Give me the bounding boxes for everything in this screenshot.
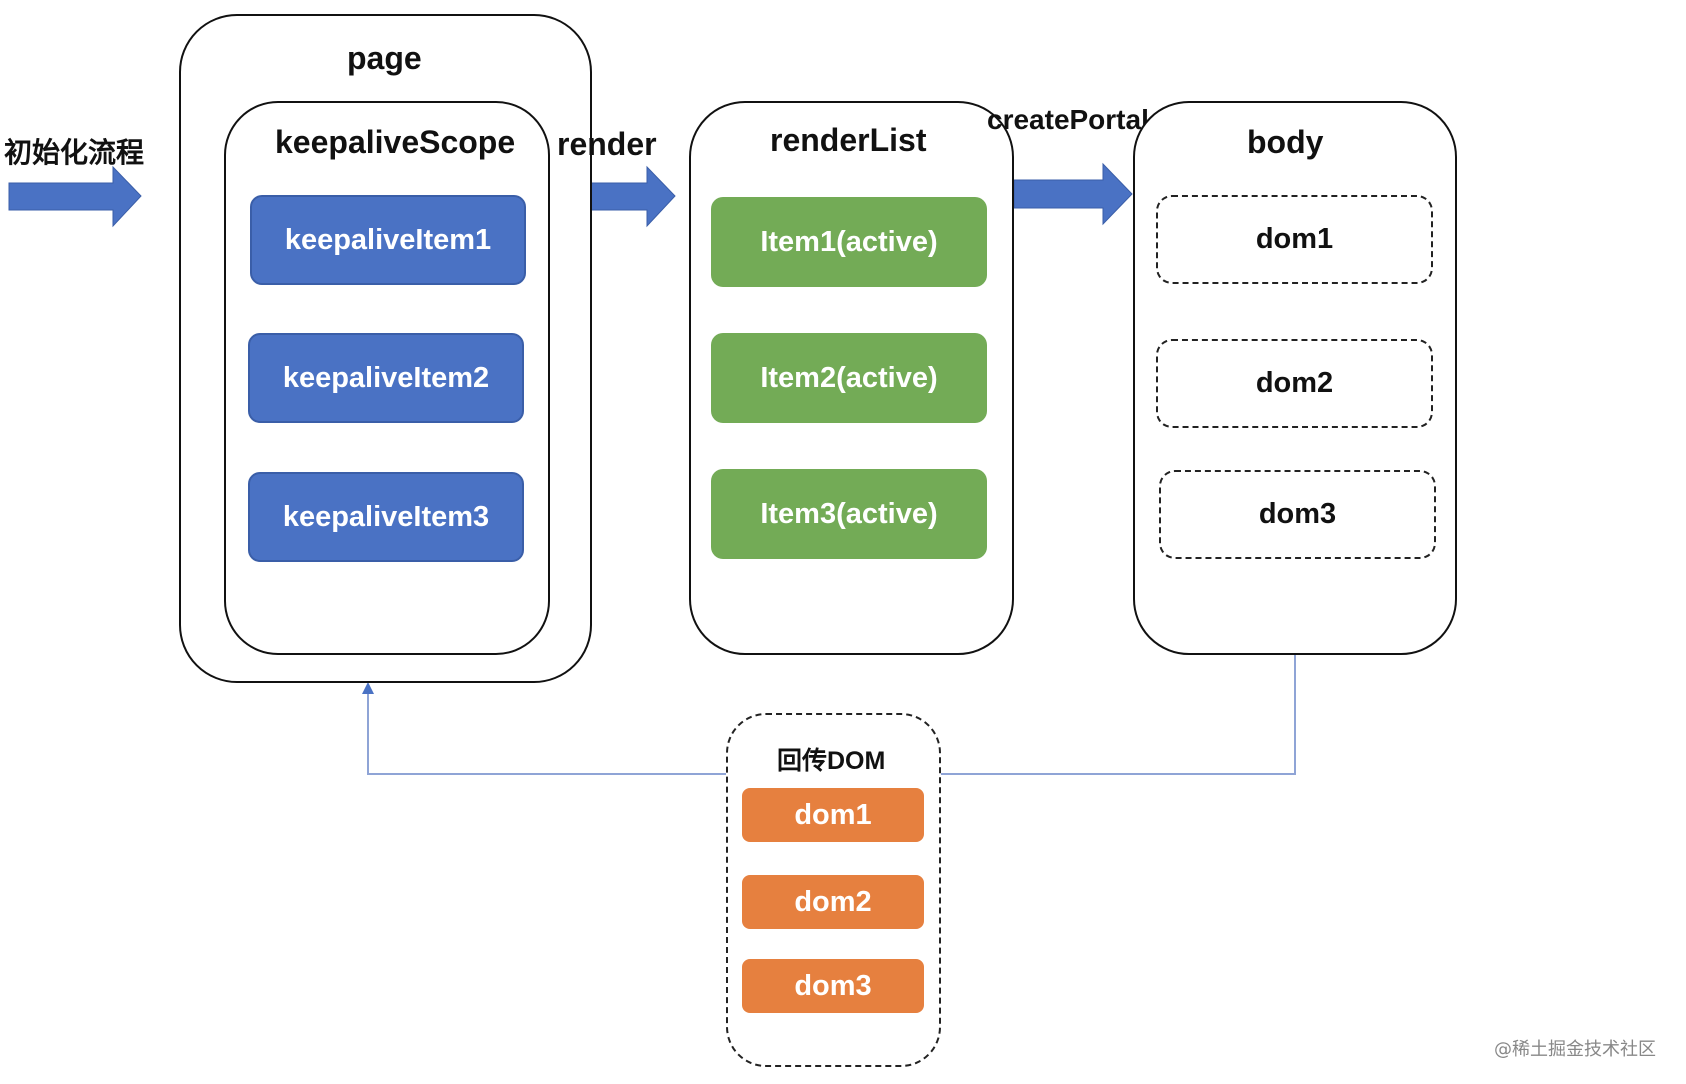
keepalive-item-1: keepaliveItem1 — [250, 195, 526, 285]
body-dom-3: dom3 — [1159, 470, 1436, 559]
render-item-2: Item2(active) — [711, 333, 987, 423]
create-portal-label: createPortal — [987, 104, 1149, 135]
init-flow-label: 初始化流程 — [4, 137, 145, 168]
page-title: page — [347, 40, 422, 76]
body-dom-2: dom2 — [1156, 339, 1433, 428]
render-item-1: Item1(active) — [711, 197, 987, 287]
render-label: render — [557, 126, 657, 162]
return-connector-right — [940, 655, 1296, 775]
keepalive-item-2: keepaliveItem2 — [248, 333, 524, 423]
body-dom-1: dom1 — [1156, 195, 1433, 284]
return-connector-left — [367, 692, 727, 775]
return-arrowhead — [362, 682, 374, 694]
render-list-title: renderList — [770, 122, 927, 158]
body-title: body — [1247, 124, 1324, 160]
init-flow-arrow — [8, 165, 142, 228]
keepalive-item-3: keepaliveItem3 — [248, 472, 524, 562]
keepalive-scope-title: keepaliveScope — [275, 124, 516, 160]
create-portal-arrow — [1013, 162, 1133, 226]
render-item-3: Item3(active) — [711, 469, 987, 559]
return-dom-title: 回传DOM — [777, 747, 886, 775]
return-dom-3: dom3 — [742, 959, 924, 1013]
return-dom-2: dom2 — [742, 875, 924, 929]
return-dom-1: dom1 — [742, 788, 924, 842]
watermark-text: @稀土掘金技术社区 — [1494, 1039, 1656, 1060]
